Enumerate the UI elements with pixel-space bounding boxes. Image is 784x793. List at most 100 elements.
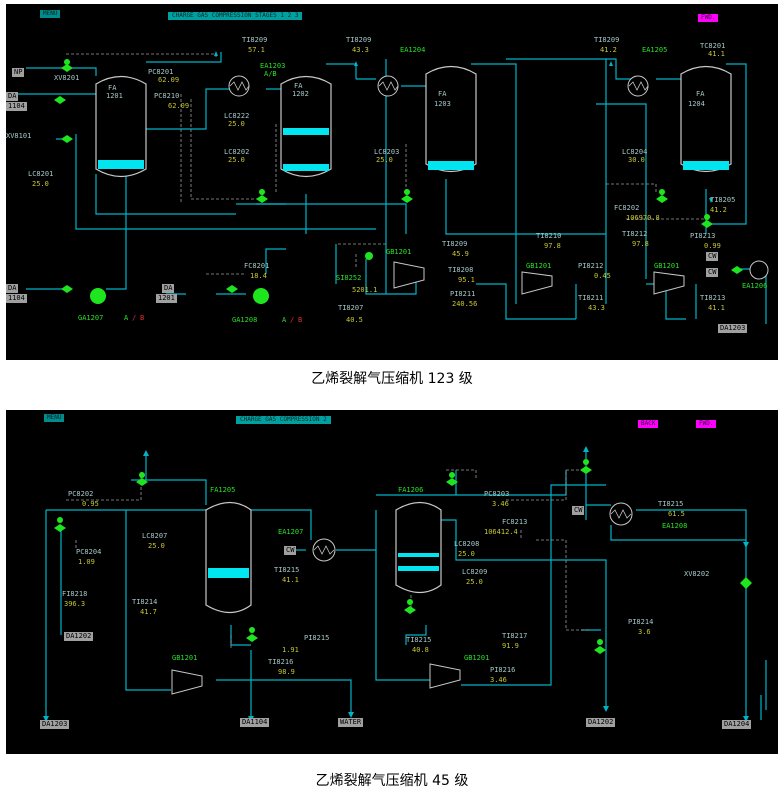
back-button[interactable]: BACK [638, 420, 659, 428]
tag-da-inlet[interactable]: DA [6, 92, 19, 101]
tag-np[interactable]: NP [12, 68, 25, 77]
label-lc8203: LC8203 [374, 148, 400, 156]
label-pc8202: PC8202 [68, 490, 94, 498]
value-ti8209-c: 41.2 [600, 46, 617, 54]
vessel-fa1206 [395, 501, 442, 594]
caption-stage-123: 乙烯裂解气压缩机 123 级 [311, 371, 473, 387]
value-ti8214: 41.7 [140, 608, 157, 616]
value-fi8218: 396.3 [64, 600, 86, 608]
label-lc8204: LC8204 [622, 148, 648, 156]
value-pi8211: 240.56 [452, 300, 478, 308]
value-ti8216: 98.9 [278, 668, 295, 676]
tag-da1204[interactable]: DA1204 [722, 720, 752, 729]
tag-da-1201[interactable]: DA [162, 284, 175, 293]
ga1207-separator: / [132, 314, 137, 322]
value-tc8201: 41.1 [708, 50, 725, 58]
label-lc8201: LC8201 [28, 170, 54, 178]
label-fa1201-num: 1201 [106, 92, 123, 100]
label-lc8207: LC8207 [142, 532, 168, 540]
label-ti8209-c: TI8209 [594, 36, 620, 44]
tag-da1202-b[interactable]: DA1202 [586, 718, 616, 727]
forward-button[interactable]: FWD. [698, 14, 719, 22]
menu-button[interactable]: MENU [40, 10, 61, 18]
label-ga1207: GA1207 [78, 314, 104, 322]
value-si8252: 5201.1 [352, 286, 378, 294]
value-fc8202: 106970.8 [626, 214, 660, 222]
label-ti8216: TI8216 [268, 658, 294, 666]
value-ti8215-c: 61.5 [668, 510, 685, 518]
label-ti8215-a: TI8215 [274, 566, 300, 574]
label-ti8207: TI8207 [338, 304, 364, 312]
label-gb1201-c: GB1201 [654, 262, 680, 270]
value-pc8210: 62.09 [168, 102, 190, 110]
label-ti8209-d: TI8209 [442, 240, 468, 248]
value-pi8213: 0.99 [704, 242, 721, 250]
ga1207-b-indicator: B [140, 314, 145, 322]
ga1208-separator: / [290, 316, 295, 324]
label-ea1206: EA1206 [742, 282, 768, 290]
value-fc8201: 18.4 [250, 272, 267, 280]
label-ti8213: TI8213 [700, 294, 726, 302]
label-ti8215-b: TI8215 [406, 636, 432, 644]
tag-water[interactable]: WATER [338, 718, 364, 727]
label-ti8210: TI8210 [536, 232, 562, 240]
vessel-fa1201 [95, 75, 147, 178]
label-xv8201: XV8201 [54, 74, 80, 82]
label-ea1204: EA1204 [400, 46, 426, 54]
vessel-fa1203 [425, 65, 477, 173]
tag-cw-2[interactable]: CW [706, 268, 719, 277]
tag-1104-outlet[interactable]: 1104 [6, 294, 27, 303]
vessel-fa1202 [280, 75, 332, 178]
tag-cw-4[interactable]: CW [572, 506, 585, 515]
label-fa1205: FA1205 [210, 486, 236, 494]
vessel-fa1204 [680, 65, 732, 173]
label-ti8214: TI8214 [132, 598, 158, 606]
process-flow-diagram-2 [43, 446, 767, 722]
value-pc8204: 1.09 [78, 558, 95, 566]
tag-da1104[interactable]: DA1104 [240, 718, 270, 727]
label-gb1201-a2: GB1201 [172, 654, 198, 662]
label-pc8203: PC8203 [484, 490, 510, 498]
label-fc8202: FC8202 [614, 204, 640, 212]
label-pc8201: PC8201 [148, 68, 174, 76]
label-pi8211: PI8211 [450, 290, 476, 298]
ga1208-a-indicator: A [282, 316, 287, 324]
label-si8252: SI8252 [336, 274, 362, 282]
label-ti8209-a: TI8209 [242, 36, 268, 44]
menu-button-2[interactable]: MENU [44, 414, 65, 422]
value-ti8205: 41.2 [710, 206, 727, 214]
ga1208-b-indicator: B [298, 316, 303, 324]
value-lc8202: 25.0 [228, 156, 245, 164]
value-ti8210: 97.8 [544, 242, 561, 250]
value-pc8202: 0.95 [82, 500, 99, 508]
label-pi8213: PI8213 [690, 232, 716, 240]
value-ti8209-b: 43.3 [352, 46, 369, 54]
tag-da1203[interactable]: DA1203 [40, 720, 70, 729]
forward-button-2[interactable]: FWD. [696, 420, 717, 428]
vessel-fa1205 [205, 501, 252, 614]
label-fa1201: FA [108, 84, 117, 92]
label-pi8212: PI8212 [578, 262, 604, 270]
tag-1104[interactable]: 1104 [6, 102, 27, 111]
tag-da-outlet[interactable]: DA [6, 284, 19, 293]
value-pc8201: 62.09 [158, 76, 180, 84]
label-lc8209: LC8209 [462, 568, 488, 576]
label-pi8216: PI8216 [490, 666, 516, 674]
value-lc8203: 25.0 [376, 156, 393, 164]
value-pi8214: 3.6 [638, 628, 651, 636]
label-fi8218: FI8218 [62, 590, 88, 598]
label-xv8202: XV8202 [684, 570, 710, 578]
value-pi8212: 0.45 [594, 272, 611, 280]
tag-cw-1[interactable]: CW [706, 252, 719, 261]
compression-stage-45-panel: MENU CHARGE GAS COMPRESSION 2 BACK FWD. … [6, 410, 778, 754]
label-ea1208: EA1208 [662, 522, 688, 530]
value-pc8203: 3.46 [492, 500, 509, 508]
caption-stage-45: 乙烯裂解气压缩机 45 级 [315, 773, 469, 789]
label-fa1203-num: 1203 [434, 100, 451, 108]
tag-cw-3[interactable]: CW [284, 546, 297, 555]
value-fc8213: 106412.4 [484, 528, 518, 536]
tag-da1203[interactable]: DA1203 [718, 324, 748, 333]
tag-1201[interactable]: 1201 [156, 294, 177, 303]
value-ti8212: 97.8 [632, 240, 649, 248]
tag-da1202-a[interactable]: DA1202 [64, 632, 94, 641]
